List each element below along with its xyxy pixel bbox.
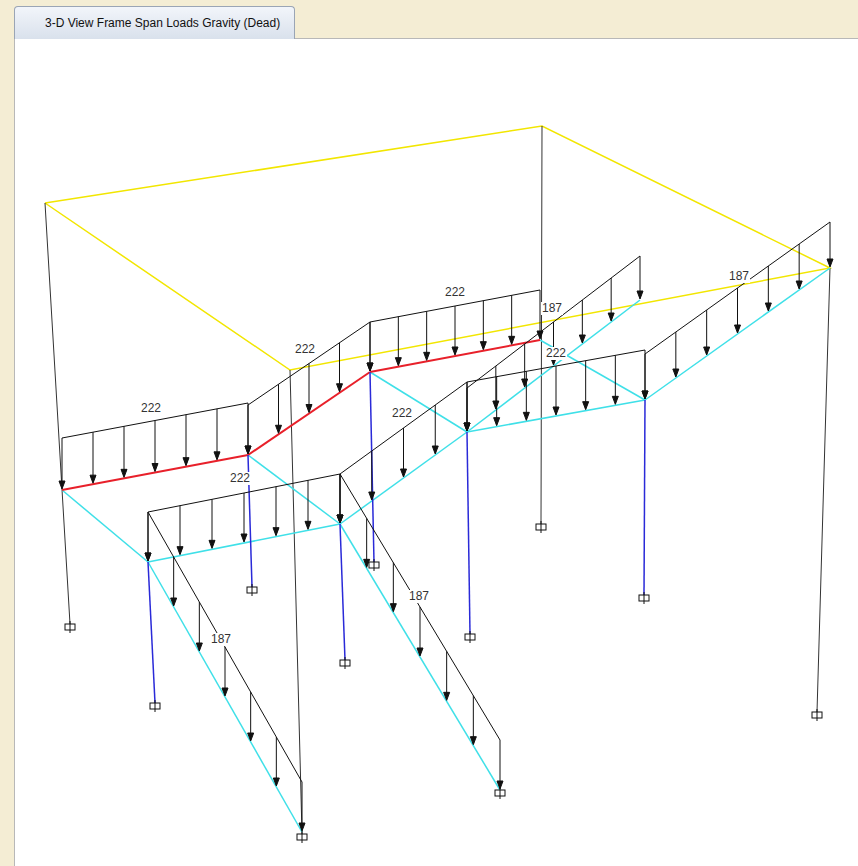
arrow-head (583, 402, 589, 410)
load-value: 187 (728, 270, 750, 283)
arrow-head (306, 405, 312, 413)
columns (45, 126, 830, 834)
load-line (148, 512, 302, 782)
load-line (340, 474, 500, 740)
arrow-head (494, 418, 500, 426)
arrow-head (273, 528, 279, 536)
arrow-head (796, 281, 802, 289)
arrow-head (470, 737, 476, 745)
floor-beams (62, 268, 830, 832)
arrow-head (390, 604, 396, 612)
arrow-head (522, 379, 528, 387)
arrow-head (612, 396, 618, 404)
arrow-head (152, 464, 158, 472)
arrow-head (608, 313, 614, 321)
arrow-head (704, 347, 710, 355)
arrow-head (480, 342, 486, 350)
arrow-head (464, 423, 470, 431)
arrow-head (735, 325, 741, 333)
support-symbol (252, 584, 253, 596)
load-value: 222 (294, 343, 316, 356)
arrow-head (121, 469, 127, 477)
support-symbol (470, 631, 471, 643)
arrow-head (171, 598, 177, 606)
arrow-head (367, 363, 373, 371)
view-tab: 3-D View Frame Span Loads Gravity (Dead) (14, 6, 295, 39)
load-line (467, 256, 640, 388)
arrow-head (509, 336, 515, 344)
arrow-head (452, 347, 458, 355)
support-symbol (345, 657, 346, 669)
arrow-head (337, 515, 343, 523)
load-value: 222 (444, 286, 466, 299)
arrow-head (305, 521, 311, 529)
support-symbol (541, 521, 542, 533)
arrow-head (90, 475, 96, 483)
arrow-head (245, 446, 251, 454)
arrow-head (432, 446, 438, 454)
arrow-head (177, 547, 183, 555)
arrow-head (59, 481, 65, 489)
load-value: 222 (229, 472, 251, 485)
support-symbol (155, 700, 156, 712)
arrow-head (209, 540, 215, 548)
arrow-head (183, 458, 189, 466)
arrow-head (276, 425, 282, 433)
span-loads (59, 222, 833, 831)
arrow-head (464, 423, 470, 431)
arrow-head (765, 303, 771, 311)
arrow-head (367, 363, 373, 371)
arrow-head (145, 553, 151, 561)
arrow-head (827, 259, 833, 267)
arrow-head (417, 648, 423, 656)
load-value: 187 (408, 590, 430, 603)
arrow-head (464, 423, 470, 431)
arrow-head (424, 352, 430, 360)
arrow-head (214, 452, 220, 460)
arrow-head (579, 335, 585, 343)
support-symbol (374, 559, 375, 571)
arrow-head (337, 515, 343, 523)
arrow-head (245, 446, 251, 454)
arrow-head (401, 469, 407, 477)
arrow-head (642, 391, 648, 399)
arrow-head (299, 823, 305, 831)
arrow-head (444, 692, 450, 700)
arrow-head (642, 391, 648, 399)
load-value: 187 (210, 633, 232, 646)
support-symbol (70, 621, 71, 633)
arrow-head (145, 553, 151, 561)
arrow-head (196, 643, 202, 651)
support-symbol (644, 592, 645, 604)
arrow-head (337, 515, 343, 523)
arrow-head (395, 358, 401, 366)
load-value: 187 (541, 302, 563, 315)
arrow-head (369, 492, 375, 500)
support-symbol (302, 831, 303, 843)
arrow-head (523, 412, 529, 420)
support-symbol (817, 709, 818, 721)
stair-columns (148, 372, 645, 703)
arrow-head (222, 688, 228, 696)
loaded-beams (62, 340, 540, 490)
arrow-head (337, 384, 343, 392)
arrow-head (493, 401, 499, 409)
load-value: 222 (140, 402, 162, 415)
support-symbol (500, 787, 501, 799)
load-value: 222 (391, 407, 413, 420)
arrow-head (248, 733, 254, 741)
arrow-head (553, 407, 559, 415)
arrow-head (637, 291, 643, 299)
arrow-head (241, 534, 247, 542)
roof-beams (45, 126, 830, 370)
view-title: 3-D View Frame Span Loads Gravity (Dead) (15, 7, 294, 39)
load-line (645, 222, 830, 354)
arrow-head (673, 369, 679, 377)
arrow-head (273, 778, 279, 786)
load-value: 222 (545, 347, 567, 360)
supports (65, 521, 822, 843)
